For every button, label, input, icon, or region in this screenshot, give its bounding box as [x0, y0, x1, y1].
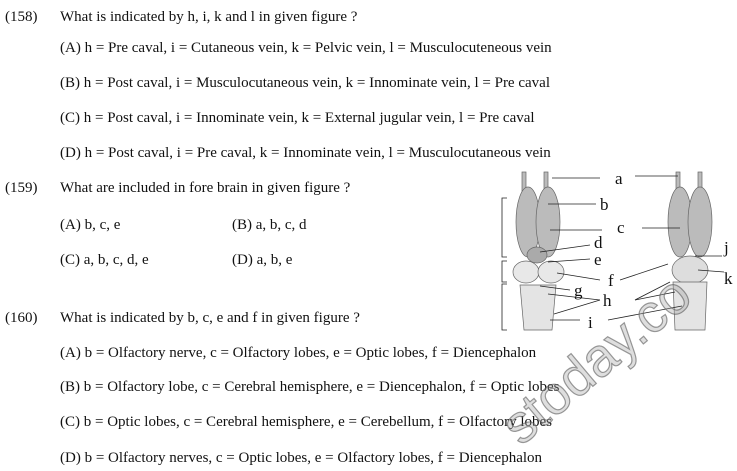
label-d: d [594, 233, 603, 252]
option-d: (D) a, b, e [232, 252, 293, 268]
option-b: (B) b = Olfactory lobe, c = Cerebral hem… [60, 379, 560, 395]
label-c: c [617, 218, 625, 237]
option-a: (A) b, c, e [60, 217, 121, 233]
label-j: j [723, 238, 729, 257]
question-number: (158) [5, 9, 38, 25]
label-g: g [574, 281, 583, 300]
frog-brain-figure: a b c d e f g h i j k [501, 169, 733, 332]
question-text: What is indicated by b, c, e and f in gi… [60, 310, 360, 326]
label-f: f [608, 271, 614, 290]
label-h: h [603, 291, 612, 310]
option-c: (C) h = Post caval, i = Innominate vein,… [60, 110, 535, 126]
label-b: b [600, 195, 609, 214]
option-c: (C) a, b, c, d, e [60, 252, 149, 268]
question-number: (160) [5, 310, 38, 326]
option-a: (A) h = Pre caval, i = Cutaneous vein, k… [60, 40, 552, 56]
label-i: i [588, 313, 593, 332]
option-c: (C) b = Optic lobes, c = Cerebral hemisp… [60, 414, 553, 430]
option-b: (B) h = Post caval, i = Musculocutaneous… [60, 75, 550, 91]
question-text: What are included in fore brain in given… [60, 180, 351, 196]
question-number: (159) [5, 180, 38, 196]
option-d: (D) h = Post caval, i = Pre caval, k = I… [60, 145, 551, 161]
option-d: (D) b = Olfactory nerves, c = Optic lobe… [60, 450, 543, 466]
label-k: k [724, 269, 733, 288]
question-text: What is indicated by h, i, k and l in gi… [60, 9, 358, 25]
label-e: e [594, 250, 602, 269]
option-b: (B) a, b, c, d [232, 217, 307, 233]
option-a: (A) b = Olfactory nerve, c = Olfactory l… [60, 345, 537, 361]
label-a: a [615, 169, 623, 188]
